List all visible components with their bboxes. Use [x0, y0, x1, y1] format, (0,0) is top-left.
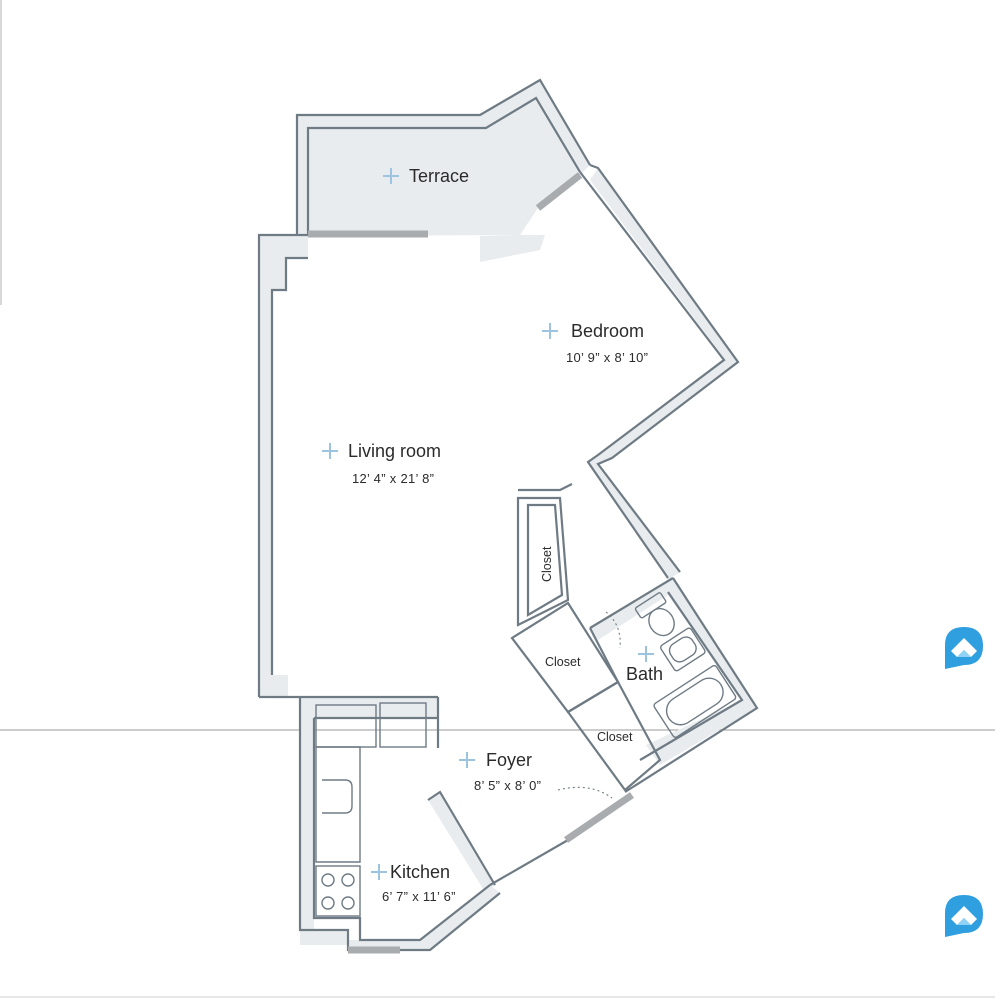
room-labels: Terrace Bedroom 10’ 9” x 8’ 10” Living r… — [322, 166, 663, 904]
bath-name: Bath — [626, 664, 663, 684]
room-bedroom: Bedroom 10’ 9” x 8’ 10” — [542, 321, 648, 365]
door-arc-bath — [605, 611, 621, 649]
bedroom-name: Bedroom — [571, 321, 644, 341]
room-kitchen: Kitchen 6’ 7” x 11’ 6” — [371, 862, 456, 904]
toilet-bowl — [648, 607, 675, 637]
bathtub — [653, 664, 737, 738]
kitchen-fixtures — [315, 702, 427, 917]
window-terrace-door — [535, 172, 583, 211]
counter-run — [315, 746, 361, 863]
burner-icon — [321, 873, 335, 887]
foyer-name: Foyer — [486, 750, 532, 770]
logo-icon[interactable] — [945, 627, 983, 669]
room-bath: Bath — [626, 646, 663, 684]
logo-icon[interactable] — [945, 895, 983, 937]
door-arcs — [557, 611, 621, 799]
kitchen-name: Kitchen — [390, 862, 450, 882]
bath-fixtures — [634, 592, 737, 738]
burner-icon — [341, 896, 355, 910]
terrace-name: Terrace — [409, 166, 469, 186]
room-terrace: Terrace — [383, 166, 469, 186]
burner-icon — [321, 896, 335, 910]
living-room-dims: 12’ 4” x 21’ 8” — [352, 471, 434, 486]
room-living: Living room 12’ 4” x 21’ 8” — [322, 441, 441, 486]
living-room-name: Living room — [348, 441, 441, 461]
stove — [315, 865, 361, 917]
room-foyer: Foyer 8’ 5” x 8’ 0” — [459, 750, 541, 793]
kitchen-dims: 6’ 7” x 11’ 6” — [382, 889, 456, 904]
window-foyer-door — [564, 792, 634, 843]
bedroom-dims: 10’ 9” x 8’ 10” — [566, 350, 648, 365]
closet-middle-name: Closet — [545, 655, 581, 669]
foyer-dims: 8’ 5” x 8’ 0” — [474, 778, 541, 793]
closet-lower-name: Closet — [597, 730, 633, 744]
burner-icon — [341, 873, 355, 887]
wall-band-group — [259, 80, 757, 950]
windows — [308, 172, 634, 954]
fridge — [379, 702, 427, 748]
sink-icon — [322, 779, 353, 814]
walls — [257, 78, 759, 952]
closet-vertical-name: Closet — [540, 546, 554, 582]
bath-sink — [660, 627, 706, 672]
door-arc-foyer — [557, 786, 613, 799]
